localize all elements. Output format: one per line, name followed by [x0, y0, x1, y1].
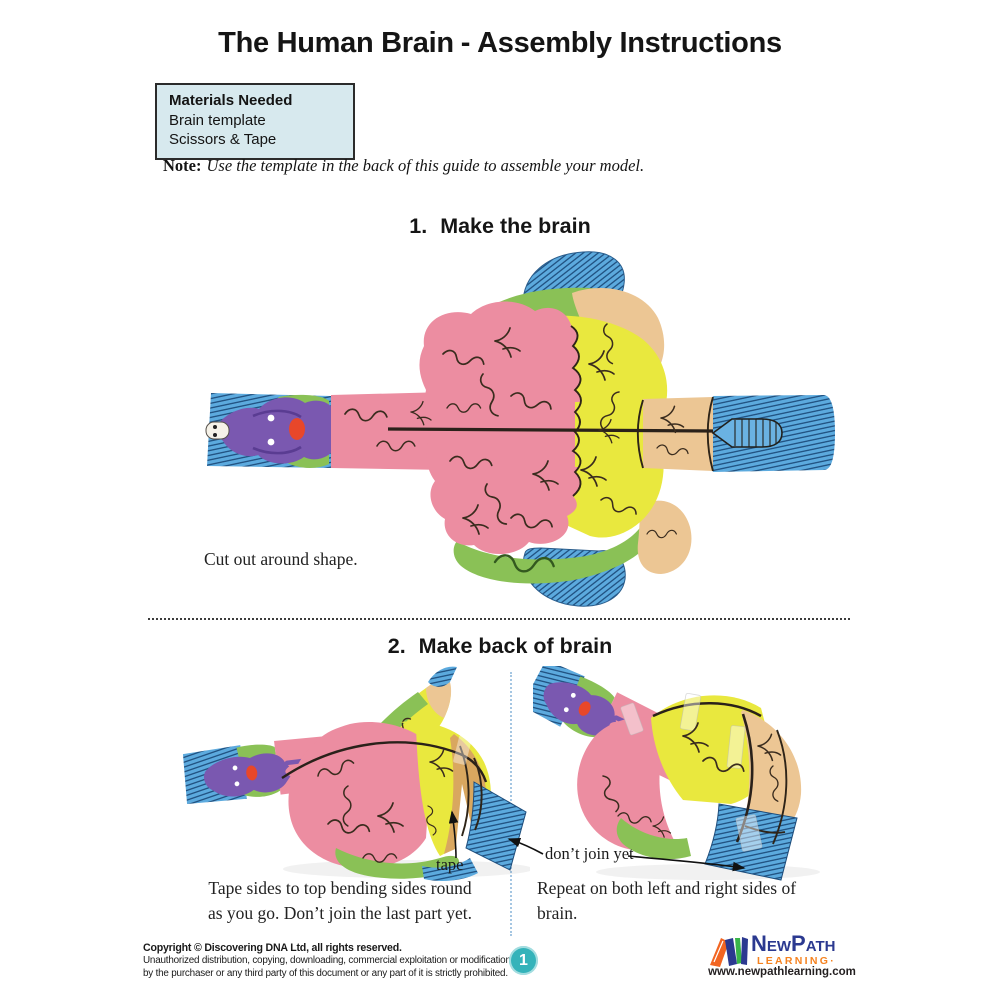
green-band-bottom [453, 525, 652, 584]
brain-folding-right-illustration [533, 666, 820, 881]
page-title-separator: - [460, 27, 471, 59]
capsule-shape [711, 418, 783, 448]
step1-title: Make the brain [440, 214, 591, 238]
midline [387, 427, 714, 433]
learning-logo-text: LEARNING· [757, 955, 837, 967]
materials-item: Brain template [169, 111, 266, 129]
step1-heading: 1. Make the brain [0, 214, 1000, 239]
note-text: Use the template in the back of this gui… [206, 156, 645, 175]
step2-right-caption: Repeat on both left and right sides of b… [537, 876, 827, 926]
folded-brain-mass [577, 692, 802, 881]
caption-line: Repeat on both left and right sides of [537, 878, 797, 898]
newpath-logo-text: NewPath [751, 931, 836, 956]
pink-lobe-top [419, 301, 581, 432]
copyright-line: Copyright © Discovering DNA Ltd, all rig… [143, 942, 402, 954]
materials-item: Scissors & Tape [169, 131, 277, 148]
note-label: Note: [163, 156, 202, 175]
copyright-line: by the purchaser or any third party of t… [143, 967, 508, 979]
brainstem-shape [216, 397, 344, 464]
step2-number: 2. [387, 634, 406, 658]
tape-pieces [620, 692, 763, 852]
section-divider-dotted [148, 618, 850, 620]
tan-patch-bottom [637, 500, 692, 574]
brain-folding-left-illustration [182, 666, 530, 881]
newpath-books-logo-icon [710, 937, 748, 967]
step2-left-caption: Tape sides to top bending sides round as… [198, 876, 482, 926]
materials-needed-box: Materials Needed Brain template Scissors… [155, 83, 355, 160]
step1-caption: Cut out around shape. [204, 549, 358, 569]
step2-title: Make back of brain [418, 634, 613, 658]
caption-line: brain. [537, 903, 578, 923]
pink-lobe-bottom [426, 430, 581, 555]
step2-heading: 2. Make back of brain [0, 634, 1000, 659]
page-title: The Human Brain-Assembly Instructions [0, 27, 1000, 60]
page-number-badge: 1 [509, 946, 538, 975]
dont-join-yet-label: don’t join yet [545, 844, 634, 863]
tape-label: tape [436, 855, 464, 874]
materials-heading: Materials Needed [169, 92, 293, 109]
note-line: Note:Use the template in the back of thi… [163, 156, 644, 176]
blue-flap [465, 781, 527, 871]
caption-line: as you go. Don’t join the last part yet. [207, 903, 473, 923]
folded-brain-mass [281, 721, 527, 881]
brain-template-unfolded-illustration [205, 251, 835, 607]
step1-number: 1. [409, 214, 428, 238]
right-arm-strip [575, 395, 835, 472]
copyright-block: Copyright © Discovering DNA Ltd, all rig… [143, 942, 511, 980]
copyright-line: Unauthorized distribution, copying, down… [143, 955, 511, 966]
caption-line: Tape sides to top bending sides round [208, 878, 472, 898]
page-title-main: The Human Brain [218, 27, 454, 59]
page-title-sub: Assembly Instructions [477, 27, 782, 59]
newpath-url: www.newpathlearning.com [708, 966, 856, 978]
